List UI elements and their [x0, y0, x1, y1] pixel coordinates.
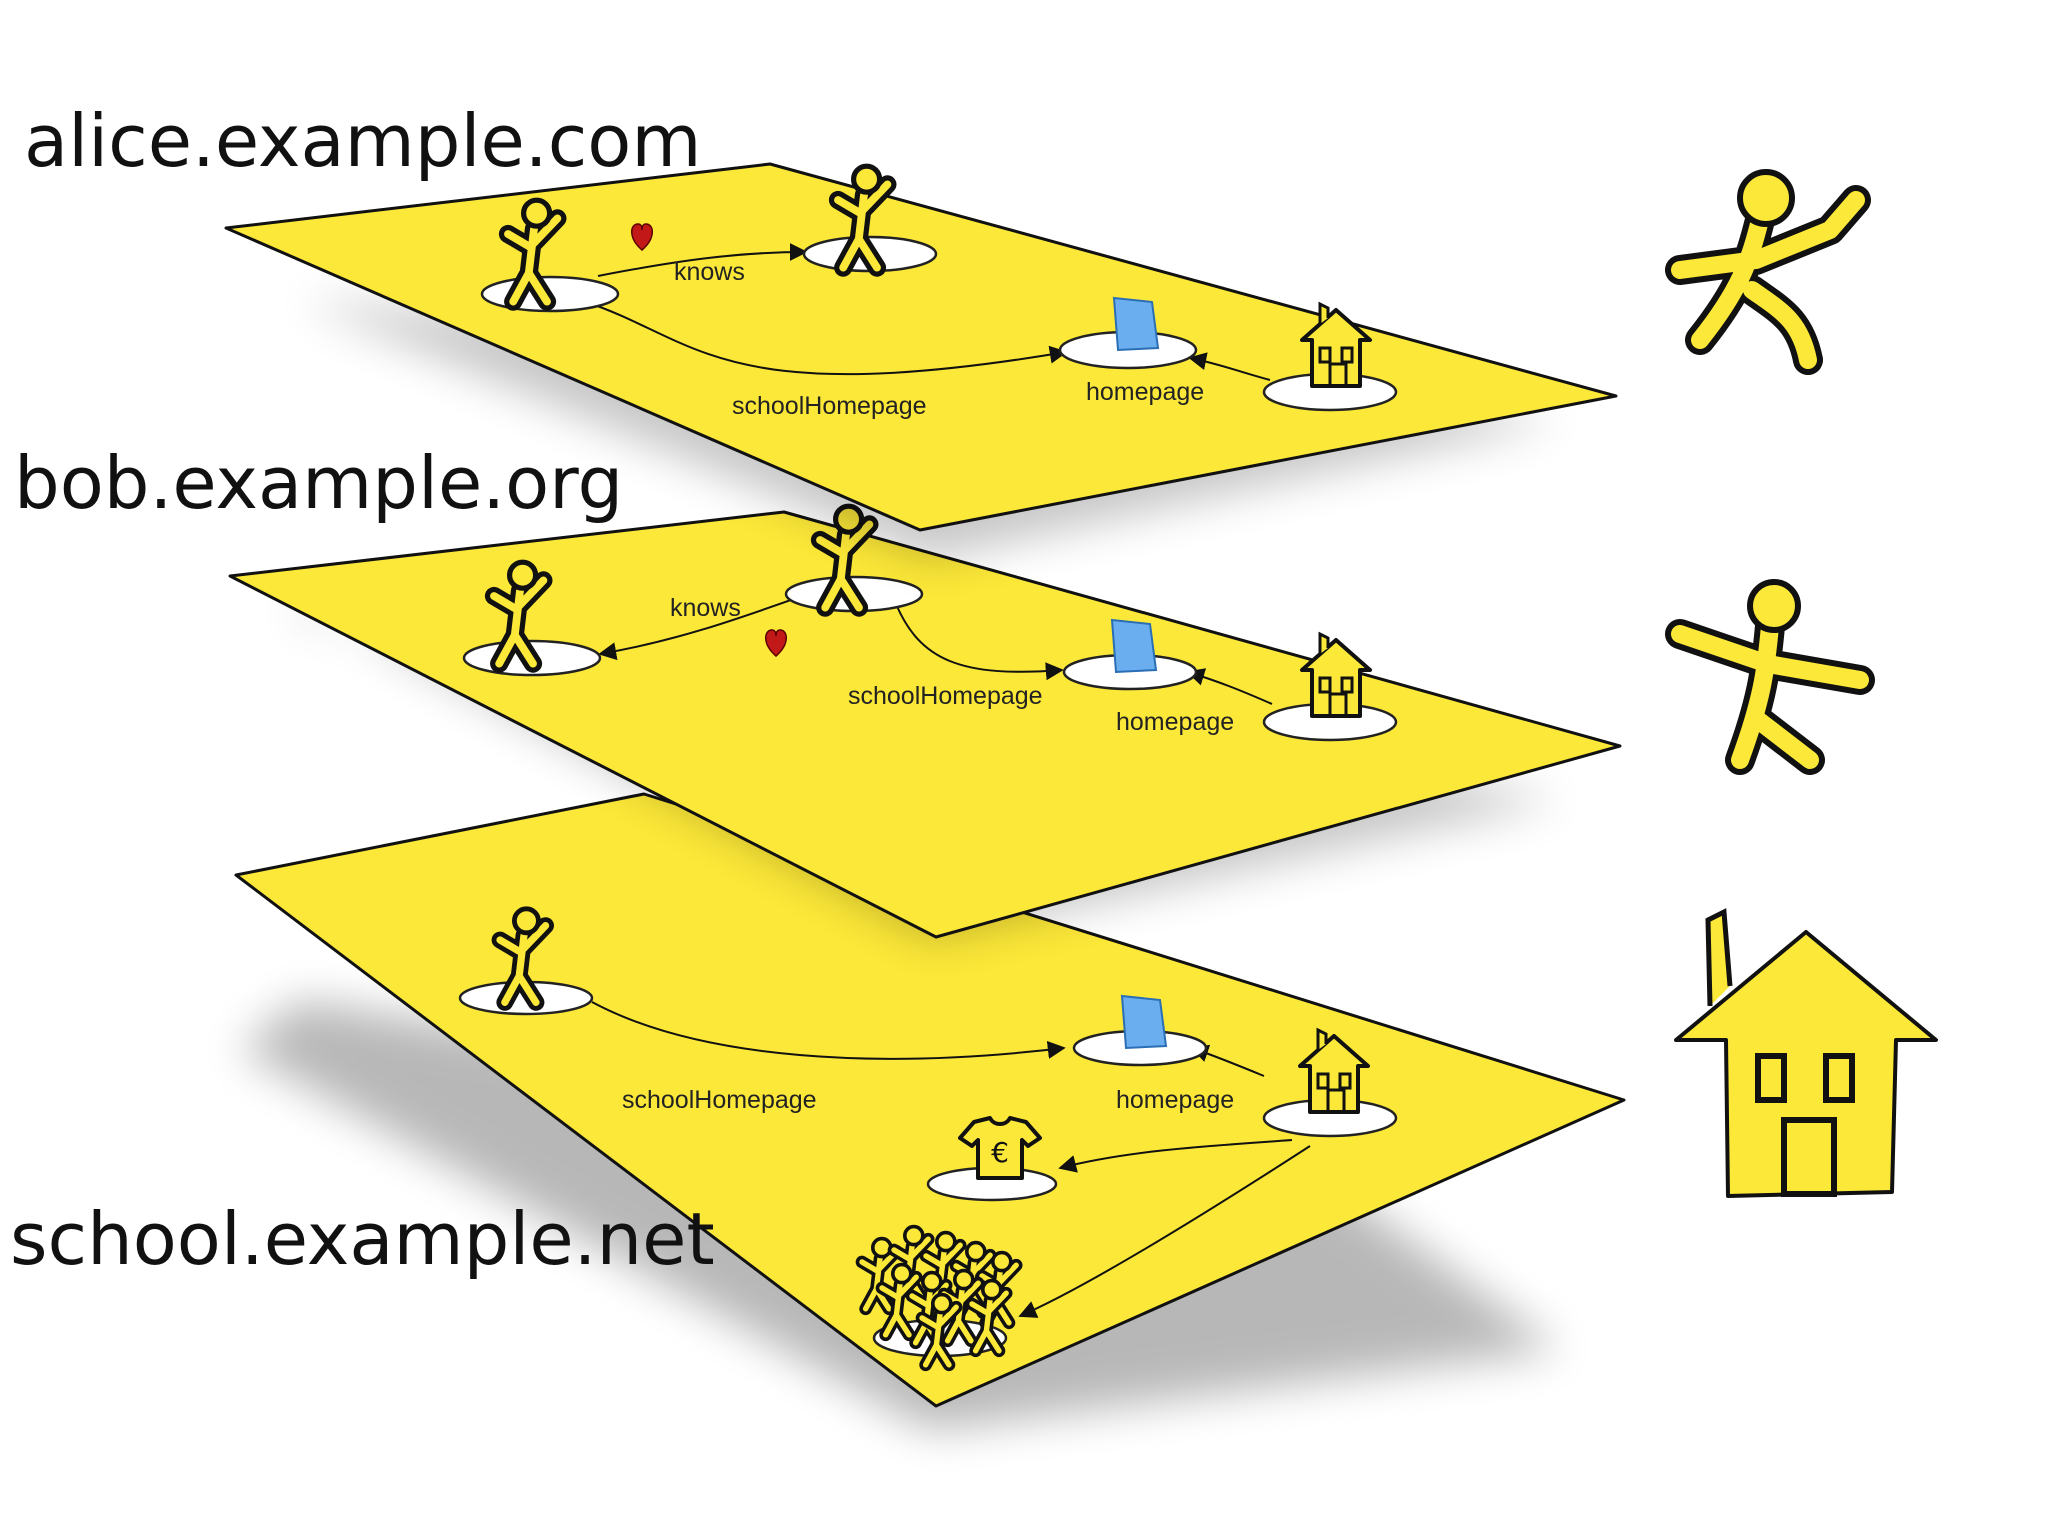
bob-edge-schoolhomepage: [895, 603, 1064, 681]
school-large-house-icon: [1674, 908, 1938, 1198]
school-label-homepage: homepage: [1116, 1086, 1234, 1114]
site-label-bob: bob.example.org: [14, 441, 623, 525]
alice-large-person-icon: [1665, 169, 1871, 375]
bob-label-homepage: homepage: [1116, 708, 1234, 736]
alice-edge-schoolhomepage: [585, 301, 1068, 376]
house-icon: [1300, 632, 1372, 718]
alice-label-knows: knows: [674, 258, 745, 286]
site-label-school: school.example.net: [10, 1197, 715, 1281]
alice-label-schoolhomepage: schoolHomepage: [732, 392, 927, 420]
document-icon: [1113, 297, 1159, 351]
school-edge-crowd: [1018, 1145, 1311, 1318]
shirt-symbol: €: [991, 1136, 1009, 1169]
bob-label-knows: knows: [670, 594, 741, 622]
bob-edge-knows: [598, 593, 809, 661]
bob-edge-homepage: [1186, 668, 1273, 705]
school-edge-schoolhomepage: [591, 1001, 1066, 1060]
alice-plane: [224, 162, 1618, 532]
layer-school: € schoolHomepage homepage: [234, 792, 1626, 1430]
layer-alice: knows schoolHomepage homepage: [224, 162, 1618, 560]
alice-edge-homepage: [1188, 352, 1271, 381]
school-plane: [234, 792, 1626, 1408]
school-edge-shirt: [1058, 1139, 1293, 1173]
alice-edge-knows: [597, 243, 808, 277]
alice-label-homepage: homepage: [1086, 378, 1204, 406]
layer-bob: knows schoolHomepage homepage: [228, 506, 1622, 940]
school-label-schoolhomepage: schoolHomepage: [622, 1086, 817, 1114]
bob-large-person-icon: [1665, 579, 1875, 775]
document-icon: [1111, 619, 1157, 673]
site-label-alice: alice.example.com: [24, 99, 701, 183]
document-icon: [1121, 995, 1167, 1049]
bob-label-schoolhomepage: schoolHomepage: [848, 682, 1043, 710]
bob-plane: [228, 510, 1622, 939]
shirt-icon: €: [958, 1116, 1042, 1180]
